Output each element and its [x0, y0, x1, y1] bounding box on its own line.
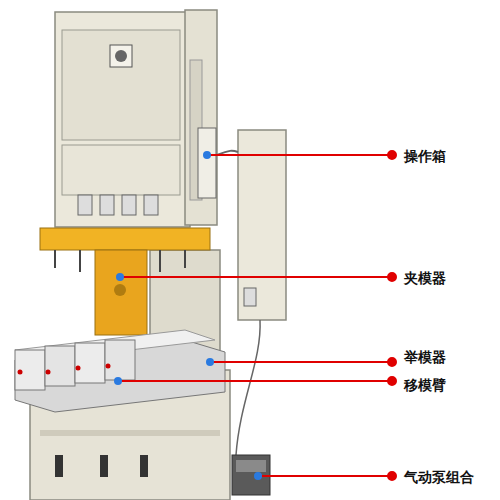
callout-label: 夹模器: [404, 270, 446, 286]
label-slot: 操作箱: [404, 147, 446, 165]
callout-label: 举模器: [404, 349, 446, 365]
callout-label: 气动泵组合: [404, 469, 474, 485]
label-slot: 举模器: [404, 348, 446, 366]
label-slot: 夹模器: [404, 269, 446, 287]
callout-label: 操作箱: [404, 148, 446, 164]
callout-label: 移模臂: [404, 377, 446, 393]
label-slot: 气动泵组合: [404, 468, 474, 486]
label-slot: 移模臂: [404, 376, 446, 394]
